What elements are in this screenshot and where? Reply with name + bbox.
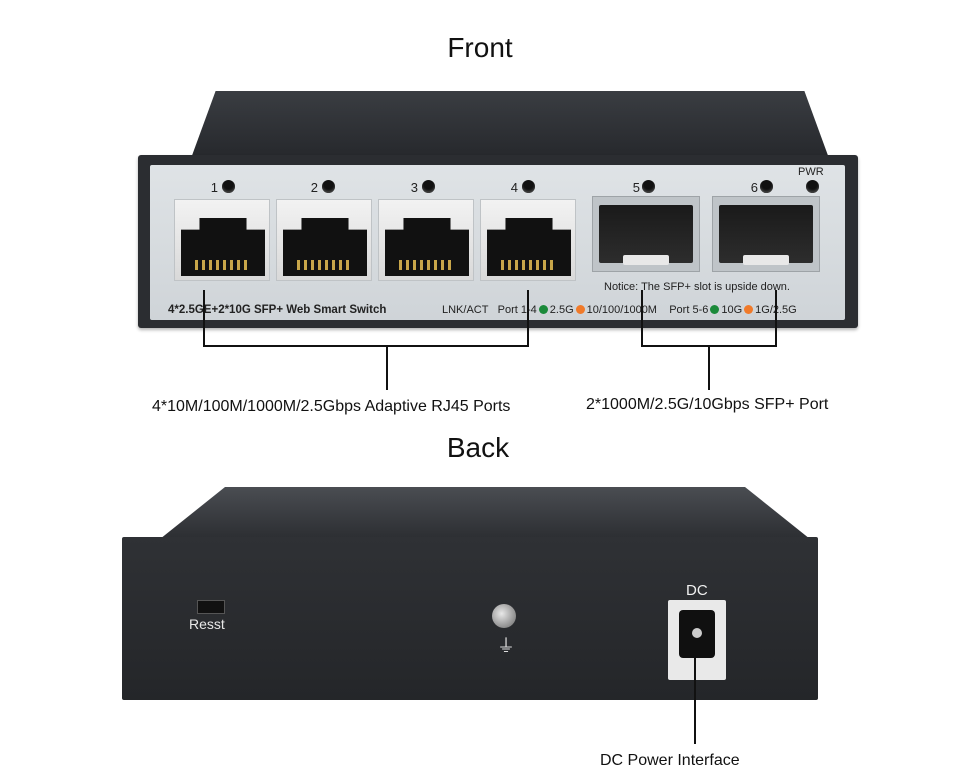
model-text: 4*2.5GE+2*10G SFP+ Web Smart Switch [168,304,387,316]
rj45-port-4[interactable] [480,199,576,281]
rj45-port-3[interactable] [378,199,474,281]
port-number-1: 1 [210,180,218,195]
sfp-callout: 2*1000M/2.5G/10Gbps SFP+ Port [586,396,829,413]
sfp-port-5[interactable] [592,196,700,272]
rj45-callout: 4*10M/100M/1000M/2.5Gbps Adaptive RJ45 P… [152,398,511,415]
sfp-port-6[interactable] [712,196,820,272]
port-5-6-green-speed: 10G [721,304,743,316]
reset-label: Resst [189,616,225,632]
front-chassis-top [190,91,830,161]
orange-dot-icon [744,305,754,314]
sfp-leader-line [708,346,710,390]
reset-button[interactable] [197,600,225,614]
port-led-5 [642,180,655,193]
port-1-4-green-speed: 2.5G [549,304,574,316]
rj45-leader-line [386,346,388,390]
port-5-6-label: Port 5-6 [669,304,709,316]
lnk-act-label: LNK/ACT [442,304,489,316]
rj45-port-1[interactable] [174,199,270,281]
green-dot-icon [710,305,720,314]
sfp-notice: Notice: The SFP+ slot is upside down. [604,281,790,293]
port-number-5: 5 [632,180,640,195]
port-1-4-orange-speed: 10/100/1000M [586,304,657,316]
pwr-led [806,180,819,193]
port-number-4: 4 [510,180,518,195]
dc-callout: DC Power Interface [600,752,740,769]
port-1-4-label: Port 1-4 [497,304,537,316]
front-title: Front [447,32,513,63]
pwr-label: PWR [798,166,824,178]
green-dot-icon [538,305,548,314]
dc-jack-pin [692,628,702,638]
back-title: Back [446,432,510,463]
rj45-bracket [203,290,529,347]
port-number-2: 2 [310,180,318,195]
dc-leader-line [694,658,696,744]
port-led-6 [760,180,773,193]
ground-icon: ⏚ [497,636,515,656]
port-led-3 [422,180,435,193]
screw-icon [492,604,516,628]
port-number-6: 6 [750,180,758,195]
orange-dot-icon [575,305,585,314]
rj45-port-2[interactable] [276,199,372,281]
sfp-bracket [641,290,777,347]
port-led-1 [222,180,235,193]
dc-label: DC [686,582,708,599]
led-legend: LNK/ACT Port 1-4 2.5G 10/100/1000M Port 5-… [442,304,797,316]
port-led-2 [322,180,335,193]
port-number-3: 3 [410,180,418,195]
port-led-4 [522,180,535,193]
back-chassis-top [160,487,810,539]
